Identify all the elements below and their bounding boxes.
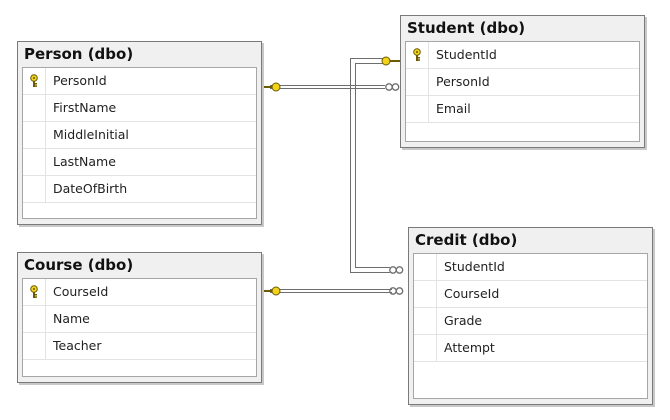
row-selector[interactable] — [414, 254, 437, 280]
column-row[interactable]: LastName — [23, 149, 256, 176]
column-name: MiddleInitial — [53, 127, 129, 142]
column-name: Grade — [444, 313, 483, 328]
column-row-empty[interactable] — [23, 203, 256, 229]
column-name: DateOfBirth — [53, 181, 128, 196]
column-row-empty[interactable] — [414, 362, 647, 388]
column-list: StudentId CourseId Grade Attempt — [413, 253, 648, 399]
column-name: Teacher — [53, 338, 102, 353]
row-selector[interactable] — [23, 95, 46, 121]
row-selector[interactable] — [406, 42, 429, 68]
table-title[interactable]: Student (dbo) — [407, 19, 526, 37]
column-row[interactable]: StudentId — [406, 42, 639, 69]
key-end-icon — [264, 82, 281, 92]
table-title[interactable]: Credit (dbo) — [415, 231, 518, 249]
relationship-person-student — [270, 85, 385, 89]
column-name: StudentId — [444, 259, 505, 274]
column-name: PersonId — [53, 73, 107, 88]
table-title[interactable]: Course (dbo) — [24, 256, 134, 274]
infinity-end-icon — [389, 266, 404, 274]
row-selector[interactable] — [414, 308, 437, 334]
table-title[interactable]: Person (dbo) — [24, 45, 134, 63]
column-row-empty[interactable] — [23, 360, 256, 386]
relationship-student-credit — [350, 58, 390, 273]
row-selector[interactable] — [406, 96, 429, 122]
row-selector[interactable] — [414, 281, 437, 307]
row-selector[interactable] — [23, 333, 46, 359]
column-row[interactable]: Teacher — [23, 333, 256, 360]
column-name: Name — [53, 311, 90, 326]
column-row[interactable]: Attempt — [414, 335, 647, 362]
column-row[interactable]: CourseId — [414, 281, 647, 308]
row-selector[interactable] — [23, 176, 46, 202]
table-course[interactable]: Course (dbo) CourseId Name Teacher — [17, 252, 262, 383]
column-row[interactable]: Grade — [414, 308, 647, 335]
column-name: Attempt — [444, 340, 495, 355]
row-selector[interactable] — [23, 279, 46, 305]
column-list: StudentId PersonId Email — [405, 41, 640, 142]
column-name: Email — [436, 101, 471, 116]
column-name: FirstName — [53, 100, 117, 115]
column-name: StudentId — [436, 47, 497, 62]
key-end-icon — [264, 286, 281, 296]
row-selector[interactable] — [23, 68, 46, 94]
infinity-end-icon — [389, 287, 404, 295]
table-person[interactable]: Person (dbo) PersonId FirstName MiddleIn… — [17, 41, 262, 225]
column-list: CourseId Name Teacher — [22, 278, 257, 377]
column-row[interactable]: PersonId — [23, 68, 256, 95]
column-name: LastName — [53, 154, 116, 169]
key-end-icon — [381, 56, 400, 66]
column-name: CourseId — [444, 286, 500, 301]
column-row[interactable]: FirstName — [23, 95, 256, 122]
row-selector[interactable] — [23, 149, 46, 175]
column-name: PersonId — [436, 74, 490, 89]
primary-key-icon — [30, 285, 38, 298]
row-selector[interactable] — [23, 122, 46, 148]
primary-key-icon — [413, 48, 421, 61]
row-selector[interactable] — [406, 69, 429, 95]
infinity-end-icon — [385, 83, 400, 91]
column-list: PersonId FirstName MiddleInitial LastNam… — [22, 67, 257, 219]
column-row[interactable]: StudentId — [414, 254, 647, 281]
column-row[interactable]: Name — [23, 306, 256, 333]
primary-key-icon — [30, 74, 38, 87]
relationship-course-credit — [270, 289, 392, 293]
table-student[interactable]: Student (dbo) StudentId PersonId Email — [400, 15, 645, 148]
column-row[interactable]: MiddleInitial — [23, 122, 256, 149]
column-row-empty[interactable] — [406, 123, 639, 149]
row-selector[interactable] — [23, 306, 46, 332]
column-name: CourseId — [53, 284, 109, 299]
row-selector[interactable] — [414, 335, 437, 361]
column-row[interactable]: PersonId — [406, 69, 639, 96]
column-row[interactable]: CourseId — [23, 279, 256, 306]
table-credit[interactable]: Credit (dbo) StudentId CourseId Grade At… — [408, 227, 653, 405]
column-row[interactable]: DateOfBirth — [23, 176, 256, 203]
column-row[interactable]: Email — [406, 96, 639, 123]
